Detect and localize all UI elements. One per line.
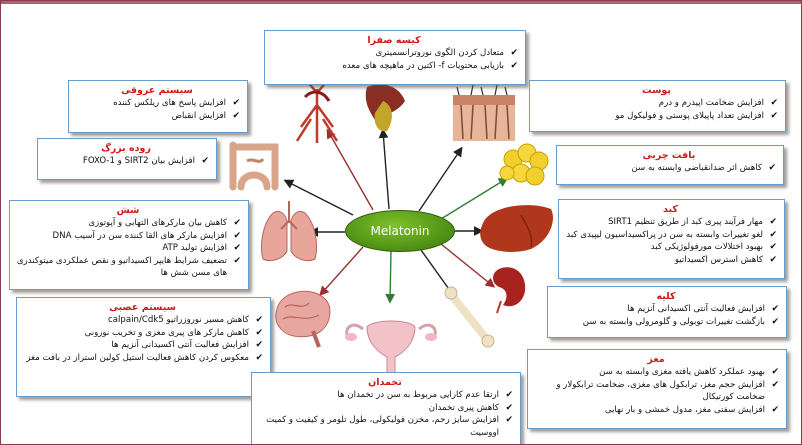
checkmark-icon: ✔: [769, 216, 777, 229]
checkmark-icon: ✔: [233, 242, 241, 255]
list-item: ✔کاهش اثر ضدانقباضی وابسته به سن: [562, 162, 776, 175]
list-item: ✔افزایش سایز رحم، مخزن فولیکولی، طول تلو…: [257, 414, 513, 439]
uterus-icon: [345, 321, 437, 373]
checkmark-icon: ✔: [232, 97, 240, 110]
box-title: شش: [15, 204, 241, 217]
checkmark-icon: ✔: [505, 402, 513, 415]
box-colon: روده بزرگ ✔افزایش بیان SIRT2 و FOXO-1: [37, 138, 217, 180]
arrow-skin: [419, 149, 461, 211]
list-item: ✔کاهش بیان مارکرهای التهابی و آپوتوزی: [15, 217, 241, 230]
list-item: ✔لغو تغییرات وابسته به سن در پراکسیداسیو…: [564, 229, 777, 242]
list-item: ✔افزایش فعالیت آنتی اکسیدانی آنزیم ها: [553, 303, 779, 316]
box-title: کیسه صفرا: [270, 34, 518, 47]
box-title: سیستم عروقی: [74, 84, 240, 97]
checkmark-icon: ✔: [769, 241, 777, 254]
box-ovary: تخمدان ✔ارتقا عدم کارایی مربوط به سن در …: [251, 372, 521, 445]
box-title: کلیه: [553, 290, 779, 303]
gallbladder-icon: [366, 84, 405, 131]
checkmark-icon: ✔: [510, 60, 518, 73]
melatonin-node: Melatonin: [345, 210, 455, 252]
skin-icon: [453, 85, 515, 141]
box-title: سیستم عصبی: [22, 301, 263, 314]
brain-icon: [276, 291, 330, 347]
checkmark-icon: ✔: [232, 110, 240, 123]
arrow-intestine: [286, 181, 353, 215]
list-item: ✔بهبود اختلالات مورفولوژیکی کبد: [564, 241, 777, 254]
list-item: ✔افزایش سفتی مغز، مدول خمشی و بار نهایی: [533, 404, 779, 417]
list-item: ✔افزایش حجم مغز، ترابکول های مغزی، ضخامت…: [533, 379, 779, 404]
checkmark-icon: ✔: [233, 217, 241, 230]
list-item: ✔افزایش تعداد پاپیلای پوستی و فولیکول مو: [535, 110, 778, 123]
vessels-icon: [297, 81, 337, 143]
checkmark-icon: ✔: [769, 229, 777, 242]
checkmark-icon: ✔: [255, 314, 263, 327]
lungs-icon: [261, 201, 316, 261]
box-kidney: کلیه ✔افزایش فعالیت آنتی اکسیدانی آنزیم …: [547, 286, 787, 338]
list-item: ✔افزایش بیان SIRT2 و FOXO-1: [43, 155, 209, 168]
checkmark-icon: ✔: [771, 316, 779, 329]
box-title: مغز: [533, 353, 779, 366]
arrow-brain: [321, 247, 363, 294]
list-item: ✔ارتقا عدم کارایی مربوط به سن در تخمدان …: [257, 389, 513, 402]
list-item: ✔متعادل کردن الگوی نوروترانسمیتری: [270, 47, 518, 60]
checkmark-icon: ✔: [255, 339, 263, 352]
box-title: تخمدان: [257, 376, 513, 389]
checkmark-icon: ✔: [255, 352, 263, 365]
checkmark-icon: ✔: [771, 366, 779, 379]
box-title: بافت چربی: [562, 149, 776, 162]
list-item: ✔افزایش فعالیت آنتی اکسیدانی آنزیم ها: [22, 339, 263, 352]
box-title: پوست: [535, 84, 778, 97]
checkmark-icon: ✔: [770, 110, 778, 123]
arrow-kidney: [441, 244, 493, 286]
checkmark-icon: ✔: [505, 414, 513, 427]
checkmark-icon: ✔: [510, 47, 518, 60]
checkmark-icon: ✔: [771, 404, 779, 417]
checkmark-icon: ✔: [769, 254, 777, 267]
box-lung: شش ✔کاهش بیان مارکرهای التهابی و آپوتوزی…: [9, 200, 249, 290]
checkmark-icon: ✔: [770, 97, 778, 110]
list-item: ✔کاهش استرس اکسیداتیو: [564, 254, 777, 267]
list-item: ✔مهار فرآیند پیری کبد از طریق تنظیم SIRT…: [564, 216, 777, 229]
intestine-icon: [233, 145, 275, 187]
box-nervous: سیستم عصبی ✔کاهش مسیر نوروزراتیو calpain…: [16, 297, 271, 397]
box-title: روده بزرگ: [43, 142, 209, 155]
list-item: ✔معکوس کردن کاهش فعالیت استیل کولین استر…: [22, 352, 263, 365]
list-item: ✔کاهش پیری تخمدان: [257, 402, 513, 415]
arrow-gallbladder: [383, 131, 389, 209]
arrow-vessels: [328, 131, 373, 210]
fat-icon: [500, 144, 548, 185]
list-item: ✔افزایش مارکر های القا کننده سن در آسیب …: [15, 230, 241, 243]
list-item: ✔بازیابی محتویات f- اکتین در ماهیچه های …: [270, 60, 518, 73]
checkmark-icon: ✔: [255, 327, 263, 340]
list-item: ✔کاهش مارکر های پیری مغزی و تخریب نورونی: [22, 327, 263, 340]
box-vascular: سیستم عروقی ✔افزایش پاسخ های ریلکس کننده…: [68, 80, 248, 133]
checkmark-icon: ✔: [505, 389, 513, 402]
box-brain: مغز ✔بهبود عملکرد کاهش یافته مغزی وابسته…: [527, 349, 787, 429]
box-gallbladder: کیسه صفرا ✔متعادل کردن الگوی نوروترانسمی…: [264, 30, 526, 85]
checkmark-icon: ✔: [233, 230, 241, 243]
list-item: ✔افزایش ضخامت اپیدرم و درم: [535, 97, 778, 110]
list-item: ✔افزایش تولید ATP: [15, 242, 241, 255]
box-liver: کبد ✔مهار فرآیند پیری کبد از طریق تنظیم …: [558, 199, 785, 279]
box-title: کبد: [564, 203, 777, 216]
checkmark-icon: ✔: [201, 155, 209, 168]
kidney-icon: [493, 267, 525, 313]
arrow-uterus: [390, 251, 391, 301]
list-item: ✔بهبود عملکرد کاهش یافته مغزی وابسته به …: [533, 366, 779, 379]
checkmark-icon: ✔: [771, 303, 779, 316]
list-item: ✔تضعیف شرایط هایپر اکسیداتیو و نقص عملکر…: [15, 255, 241, 280]
checkmark-icon: ✔: [768, 162, 776, 175]
box-skin: پوست ✔افزایش ضخامت اپیدرم و درم ✔افزایش …: [529, 80, 786, 132]
liver-icon: [480, 205, 553, 252]
list-item: ✔بازگشت تغییرات توبولی و گلومرولی وابسته…: [553, 316, 779, 329]
bone-icon: [445, 287, 494, 347]
box-fat: بافت چربی ✔کاهش اثر ضدانقباضی وابسته به …: [556, 145, 784, 185]
list-item: ✔افزایش انقباض: [74, 110, 240, 123]
melatonin-label: Melatonin: [370, 224, 429, 238]
list-item: ✔افزایش پاسخ های ریلکس کننده: [74, 97, 240, 110]
list-item: ✔کاهش مسیر نوروزراتیو calpain/Cdk5: [22, 314, 263, 327]
checkmark-icon: ✔: [771, 379, 779, 392]
checkmark-icon: ✔: [233, 255, 241, 268]
